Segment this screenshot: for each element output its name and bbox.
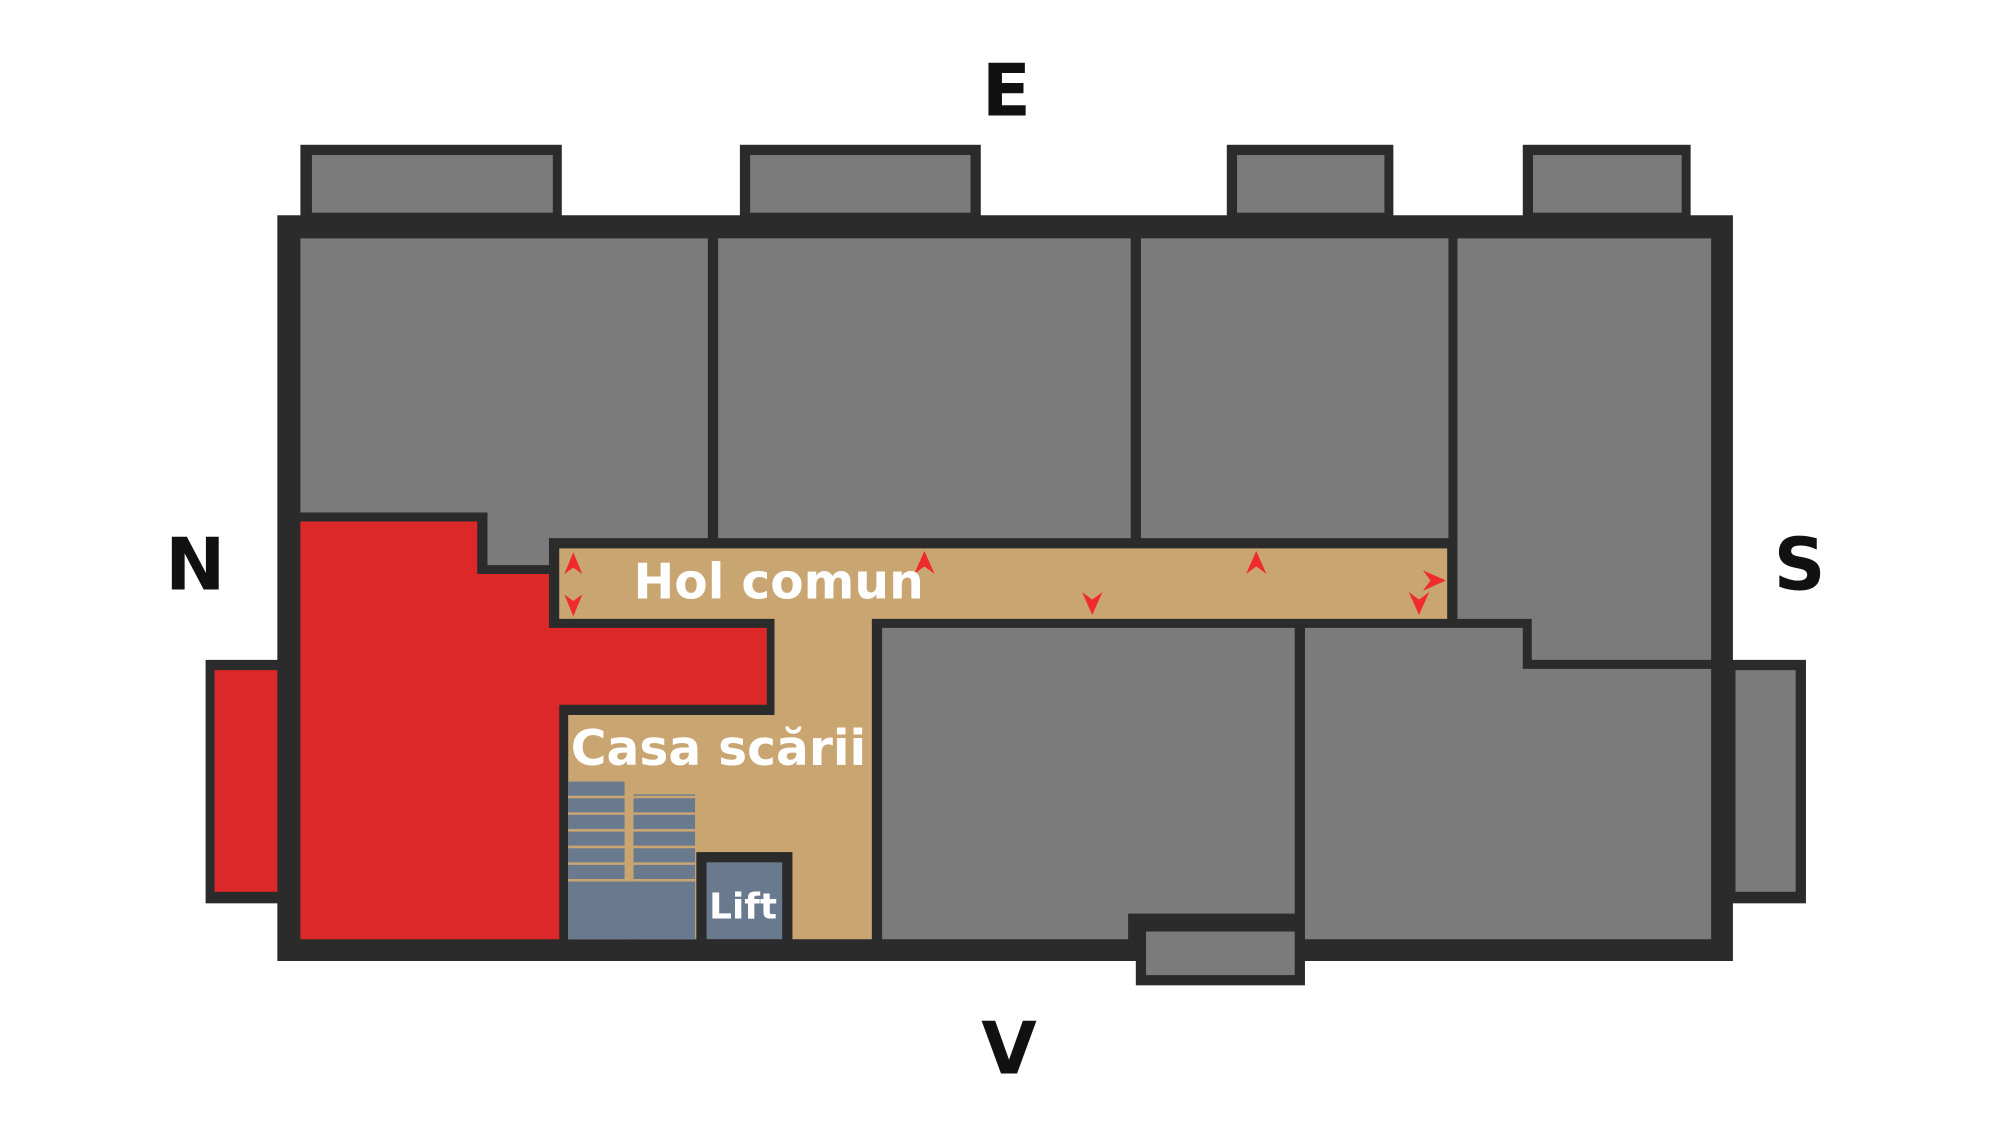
arrow-right-icon	[1422, 570, 1446, 591]
arrow-up-icon	[914, 550, 935, 575]
room-6	[1304, 627, 1712, 940]
compass-south: S	[1774, 522, 1826, 606]
room-1	[300, 238, 708, 566]
common-hall	[559, 548, 1448, 940]
stairs	[568, 781, 696, 940]
stairwell-label: Casa scării	[571, 721, 866, 777]
room-2	[718, 238, 1131, 539]
hall-label: Hol comun	[634, 554, 924, 610]
compass-east: E	[982, 48, 1031, 132]
arrow-up-icon	[1246, 550, 1267, 575]
arrow-down-icon	[1408, 591, 1430, 616]
lift-label: Lift	[709, 887, 777, 928]
arrow-down-icon	[564, 594, 583, 617]
arrow-up-icon	[564, 552, 583, 575]
compass-north: N	[165, 522, 225, 606]
door-arrows	[564, 550, 1446, 617]
room-4	[1457, 238, 1712, 660]
highlighted-apartment[interactable]	[300, 521, 767, 940]
room-5	[882, 627, 1295, 940]
arrow-down-icon	[1082, 591, 1103, 616]
compass-west: V	[981, 1007, 1037, 1091]
room-3	[1140, 238, 1449, 539]
